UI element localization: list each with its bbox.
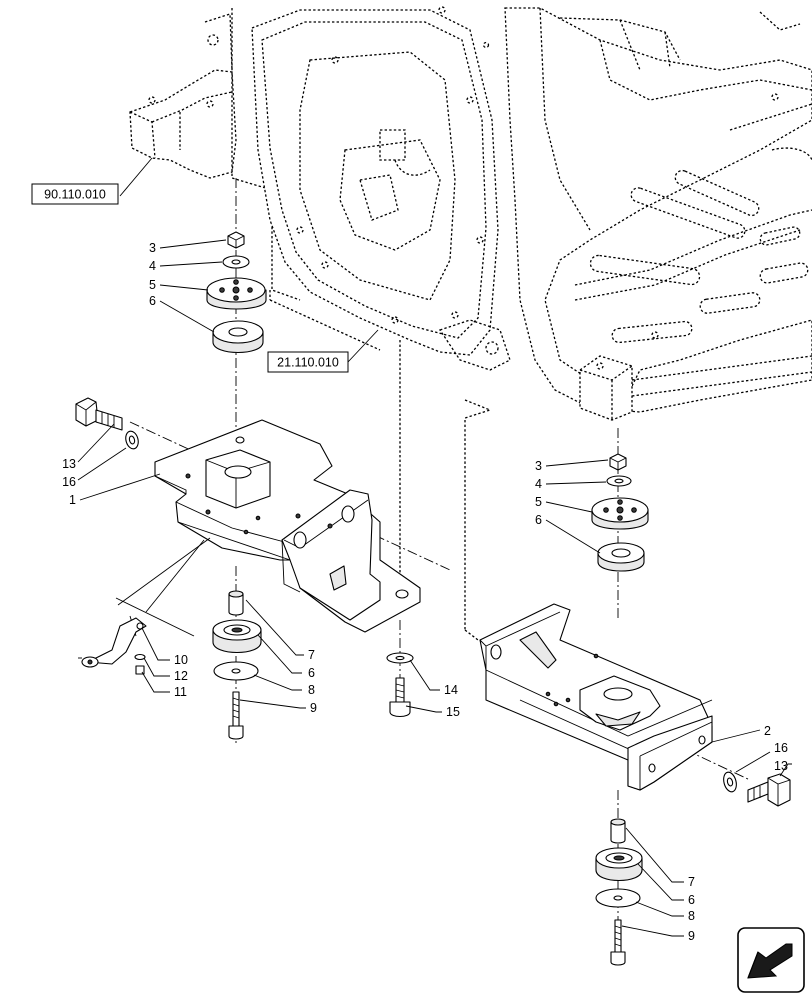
callout-5: 5 [535, 495, 542, 509]
left-bracket-end-bolt [386, 652, 414, 718]
callout-6: 6 [308, 666, 315, 680]
callout-6: 6 [688, 893, 695, 907]
callout-4: 4 [149, 259, 156, 273]
callout-2: 2 [764, 724, 771, 738]
direction-arrow-icon [737, 927, 805, 993]
right-lower-mount-stack [595, 818, 643, 966]
callout-8: 8 [308, 683, 315, 697]
callout-6: 6 [149, 294, 156, 308]
callout-11: 11 [174, 685, 187, 699]
left-side-bolt [75, 397, 139, 450]
right-side-bolt [723, 771, 791, 807]
callout-15: 15 [446, 705, 460, 719]
callout-9: 9 [688, 929, 695, 943]
right-upper-mount-stack [591, 453, 649, 572]
callout-6: 6 [535, 513, 542, 527]
reference-text: 21.110.010 [277, 356, 339, 370]
reference-label-90[interactable]: 90.110.010 [31, 183, 119, 205]
callout-4: 4 [535, 477, 542, 491]
callout-13: 13 [62, 457, 76, 471]
callout-12: 12 [174, 669, 188, 683]
reference-label-21[interactable]: 21.110.010 [267, 351, 349, 373]
chassis-frame-outline [129, 6, 812, 421]
callout-8: 8 [688, 909, 695, 923]
callout-3: 3 [149, 241, 156, 255]
reference-text: 90.110.010 [44, 188, 106, 202]
callout-10: 10 [174, 653, 188, 667]
harness-clip [78, 597, 195, 675]
callout-16: 16 [774, 741, 788, 755]
callout-9: 9 [310, 701, 317, 715]
callout-7: 7 [688, 875, 695, 889]
left-lower-mount-stack [212, 590, 262, 740]
left-upper-mount-stack [206, 231, 267, 353]
callout-7: 7 [308, 648, 315, 662]
callout-1: 1 [69, 493, 76, 507]
callout-3: 3 [535, 459, 542, 473]
alignment-lines [269, 290, 492, 641]
right-support-bracket [479, 603, 713, 791]
callout-numbers: 3 4 5 6 13 16 1 7 6 8 9 10 12 11 14 15 3… [62, 241, 788, 943]
callout-5: 5 [149, 278, 156, 292]
callout-16: 16 [62, 475, 76, 489]
left-support-bracket [154, 419, 421, 633]
callout-14: 14 [444, 683, 458, 697]
leader-lines [77, 157, 792, 937]
callout-13: 13 [774, 759, 788, 773]
